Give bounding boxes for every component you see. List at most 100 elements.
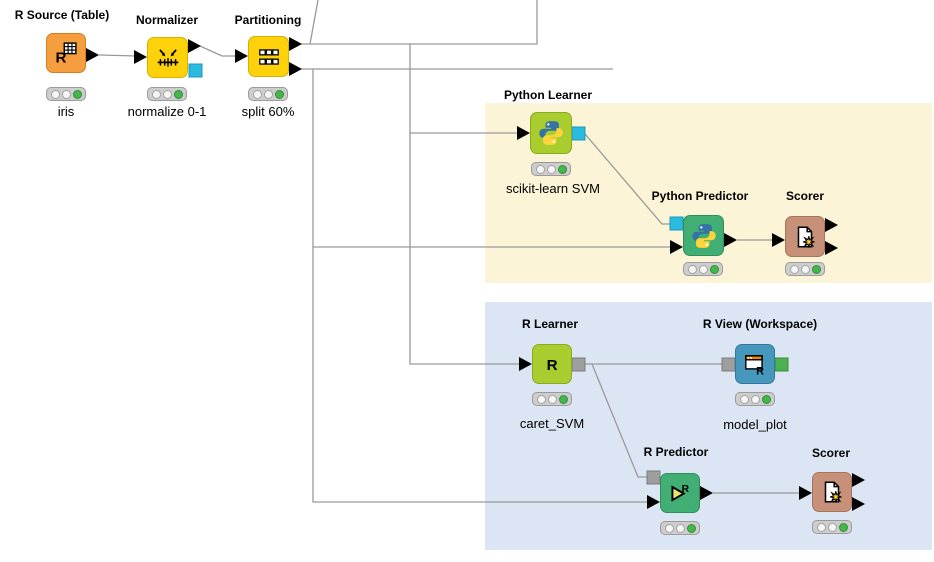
input-port-data[interactable]	[772, 233, 785, 247]
node-scorer-python[interactable]	[785, 216, 825, 257]
output-port-data[interactable]	[852, 473, 865, 487]
input-port-workspace-grey[interactable]	[646, 470, 661, 485]
status-light-green	[709, 264, 719, 274]
input-port-data[interactable]	[519, 357, 532, 371]
status-light-red	[535, 164, 545, 174]
status-light-yellow	[750, 394, 760, 404]
status-light-red	[816, 522, 826, 532]
output-port-test[interactable]	[289, 62, 302, 76]
status-light-yellow	[675, 523, 685, 533]
connection[interactable]	[591, 363, 647, 478]
status-traffic-light	[147, 87, 187, 101]
status-light-yellow	[263, 89, 273, 99]
status-light-red	[687, 264, 697, 274]
node-title: Scorer	[811, 446, 851, 460]
node-title: Normalizer	[135, 13, 199, 27]
r-predictor-icon: R	[671, 484, 690, 502]
r-letter-icon: R	[56, 49, 67, 66]
status-light-green	[72, 89, 82, 99]
partitioning-icon	[258, 48, 279, 65]
node-label: model_plot	[723, 417, 787, 432]
node-r-source[interactable]: R	[46, 33, 86, 73]
node-label: caret_SVM	[519, 416, 585, 431]
status-traffic-light	[735, 392, 775, 406]
input-port-workspace-grey[interactable]	[721, 357, 736, 372]
node-python-learner[interactable]	[530, 112, 572, 154]
connection[interactable]	[199, 45, 238, 57]
status-light-red	[536, 394, 546, 404]
python-icon	[539, 121, 563, 145]
output-port-data[interactable]	[852, 497, 865, 511]
status-traffic-light	[531, 162, 571, 176]
status-light-green	[274, 89, 284, 99]
node-title: R View (Workspace)	[702, 317, 818, 331]
output-port-data[interactable]	[825, 218, 838, 232]
status-traffic-light	[248, 87, 288, 101]
output-port-data[interactable]	[86, 48, 99, 62]
status-traffic-light	[812, 520, 852, 534]
node-r-learner[interactable]: R	[532, 344, 572, 384]
node-r-predictor[interactable]: R	[660, 473, 700, 513]
status-light-green	[761, 394, 771, 404]
status-light-green	[686, 523, 696, 533]
node-title: Python Learner	[503, 88, 593, 102]
node-partitioning[interactable]	[248, 36, 289, 77]
output-port-image-green[interactable]	[774, 357, 789, 372]
input-port-data[interactable]	[134, 50, 147, 64]
connection[interactable]	[584, 133, 670, 225]
status-light-red	[151, 89, 161, 99]
connection[interactable]	[312, 69, 671, 248]
python-icon	[691, 223, 716, 248]
output-port-model-cyan[interactable]	[188, 63, 203, 78]
output-port-data[interactable]	[700, 486, 713, 500]
node-label: normalize 0-1	[127, 104, 207, 119]
output-port-data[interactable]	[724, 233, 737, 247]
status-light-green	[838, 522, 848, 532]
connection[interactable]	[312, 247, 648, 503]
status-light-yellow	[800, 264, 810, 274]
node-python-predictor[interactable]	[683, 215, 724, 256]
node-r-view[interactable]: R	[735, 344, 775, 384]
status-light-yellow	[827, 522, 837, 532]
input-port-model-cyan[interactable]	[669, 216, 684, 231]
status-light-yellow	[162, 89, 172, 99]
connection[interactable]	[409, 133, 519, 365]
status-traffic-light	[660, 521, 700, 535]
status-light-green	[558, 394, 568, 404]
scorer-icon	[797, 225, 815, 248]
output-port-data[interactable]	[825, 241, 838, 255]
node-normalizer[interactable]	[147, 37, 188, 78]
status-traffic-light	[683, 262, 723, 276]
r-letter-icon: R	[682, 484, 690, 495]
node-title: Partitioning	[234, 13, 302, 27]
input-port-data[interactable]	[517, 126, 530, 140]
input-port-data[interactable]	[670, 240, 683, 254]
node-label: iris	[57, 104, 75, 119]
output-port-model-cyan[interactable]	[571, 126, 586, 141]
status-light-yellow	[546, 164, 556, 174]
input-port-data[interactable]	[647, 495, 660, 509]
node-scorer-r[interactable]	[812, 472, 852, 512]
r-view-icon: R	[745, 355, 764, 377]
output-port-workspace-grey[interactable]	[571, 357, 586, 372]
connection[interactable]	[309, 0, 319, 45]
r-letter-icon: R	[756, 365, 764, 377]
status-light-green	[557, 164, 567, 174]
input-port-data[interactable]	[799, 486, 812, 500]
input-port-data[interactable]	[235, 49, 248, 63]
status-traffic-light	[785, 262, 825, 276]
annotation-r-region[interactable]	[485, 302, 932, 550]
r-letter-icon: R	[547, 357, 558, 374]
output-port-train[interactable]	[289, 37, 302, 51]
output-port-data[interactable]	[188, 39, 201, 53]
status-light-red	[739, 394, 749, 404]
status-light-red	[664, 523, 674, 533]
node-label: scikit-learn SVM	[506, 181, 600, 196]
connection[interactable]	[409, 44, 518, 134]
connection[interactable]	[301, 0, 538, 45]
status-light-yellow	[547, 394, 557, 404]
connection[interactable]	[98, 54, 138, 57]
node-title: R Predictor	[643, 445, 709, 459]
